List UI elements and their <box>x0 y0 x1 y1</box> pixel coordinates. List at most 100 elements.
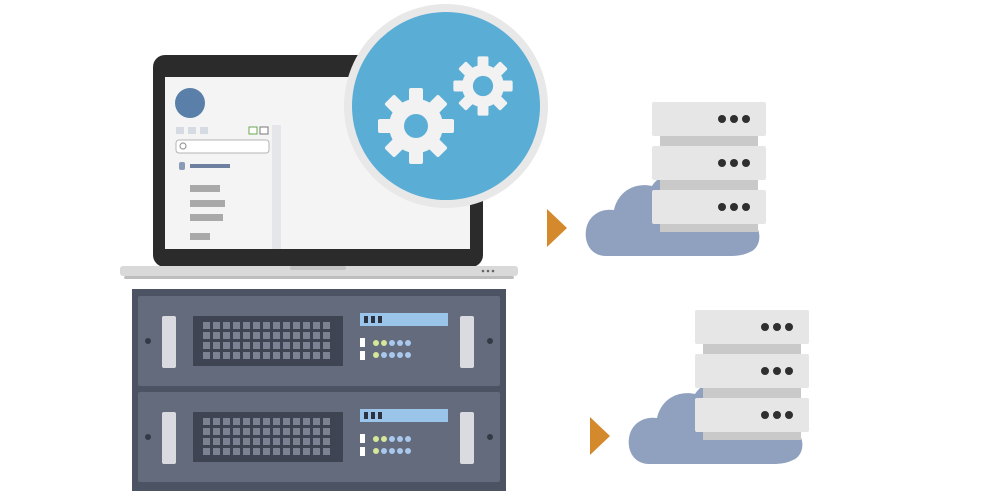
rack-vent <box>303 438 310 445</box>
rack-vent <box>233 438 240 445</box>
cloud-server-bottom <box>628 310 809 464</box>
rack-handle[interactable] <box>162 412 176 464</box>
rack-vent <box>243 322 250 329</box>
rack-vent <box>203 332 210 339</box>
search-input[interactable] <box>175 139 270 154</box>
rack-led <box>405 340 411 346</box>
laptop-port <box>481 269 485 273</box>
rack-vent <box>263 352 270 359</box>
rack-vent <box>283 418 290 425</box>
rack-led <box>389 436 395 442</box>
rack-vent <box>313 438 320 445</box>
rack-led <box>397 448 403 454</box>
rack-vent <box>223 322 230 329</box>
rack-vent <box>313 352 320 359</box>
rack-screw <box>487 434 493 440</box>
server-led <box>718 115 726 123</box>
rack-vent <box>323 438 330 445</box>
play-arrow-icon <box>590 417 610 455</box>
rack-vent <box>313 332 320 339</box>
rack-vent <box>253 322 260 329</box>
rack-vent <box>243 332 250 339</box>
rack-vent <box>323 342 330 349</box>
server-icon <box>652 190 766 224</box>
rack-vent <box>293 342 300 349</box>
play-arrow-icon <box>547 209 567 247</box>
rack-status-segment <box>378 316 382 323</box>
rack-handle[interactable] <box>460 412 474 464</box>
rack-vent <box>213 428 220 435</box>
add-icon[interactable] <box>248 126 258 135</box>
rack-switch[interactable] <box>360 338 365 347</box>
rack-status-segment <box>364 316 368 323</box>
rack-vent <box>213 418 220 425</box>
rack-vent <box>243 438 250 445</box>
remove-icon[interactable] <box>259 126 269 135</box>
rack-vent <box>243 448 250 455</box>
toolbar-button[interactable] <box>200 127 208 134</box>
server-led <box>742 159 750 167</box>
server-led <box>730 159 738 167</box>
rack-vent <box>223 352 230 359</box>
rack-vent <box>213 322 220 329</box>
rack-vent <box>283 342 290 349</box>
rack-vent <box>303 448 310 455</box>
rack-switch[interactable] <box>360 434 365 443</box>
search-icon <box>179 142 187 150</box>
rack-led <box>373 340 379 346</box>
list-item[interactable] <box>190 214 223 221</box>
rack-vent <box>313 428 320 435</box>
list-item[interactable] <box>190 185 220 192</box>
server-icon <box>652 102 766 136</box>
list-item[interactable] <box>190 200 225 207</box>
rack-vent <box>213 332 220 339</box>
tree-node-icon <box>179 162 185 170</box>
server-led <box>718 203 726 211</box>
toolbar-button[interactable] <box>188 127 196 134</box>
server-divider <box>703 344 801 354</box>
rack-vent <box>293 438 300 445</box>
rack-vent <box>243 418 250 425</box>
rack-led <box>381 436 387 442</box>
scrollbar[interactable] <box>272 125 281 249</box>
rack-switch[interactable] <box>360 351 365 360</box>
rack-vent <box>293 352 300 359</box>
rack-vent <box>253 352 260 359</box>
server-divider <box>703 432 801 440</box>
rack-unit-bottom <box>138 392 500 482</box>
rack-led <box>405 352 411 358</box>
list-item[interactable] <box>190 233 210 240</box>
rack-handle[interactable] <box>162 316 176 368</box>
rack-vent <box>253 448 260 455</box>
server-led <box>761 411 769 419</box>
server-icon <box>652 146 766 180</box>
toolbar-button[interactable] <box>176 127 184 134</box>
rack-vent <box>233 322 240 329</box>
rack-switch[interactable] <box>360 447 365 456</box>
server-led <box>761 323 769 331</box>
gear-icon <box>378 88 454 164</box>
rack-vent <box>263 342 270 349</box>
rack-led <box>389 340 395 346</box>
server-icon <box>695 310 809 344</box>
rack-vent <box>283 448 290 455</box>
rack-vent <box>293 322 300 329</box>
rack-vent <box>243 352 250 359</box>
rack-vent <box>233 352 240 359</box>
rack-vent <box>253 418 260 425</box>
rack-handle[interactable] <box>460 316 474 368</box>
rack-screw <box>145 338 151 344</box>
rack-vent <box>223 332 230 339</box>
server-led <box>785 411 793 419</box>
rack-vent <box>303 352 310 359</box>
server-led <box>773 411 781 419</box>
rack-led <box>405 436 411 442</box>
rack-vent <box>303 428 310 435</box>
rack-server <box>132 289 506 491</box>
rack-vent <box>203 418 210 425</box>
rack-vent <box>213 352 220 359</box>
rack-vent <box>233 418 240 425</box>
tree-node-label[interactable] <box>190 164 230 168</box>
gear-icon <box>453 56 513 116</box>
rack-vent <box>303 322 310 329</box>
